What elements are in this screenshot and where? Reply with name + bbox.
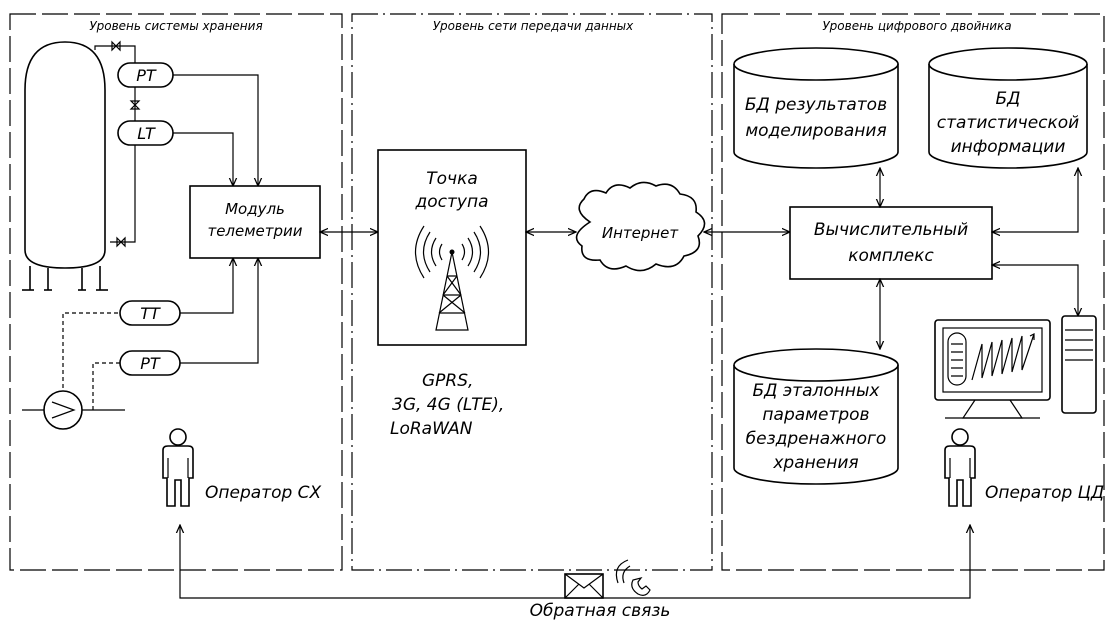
database-icon: БД эталонных параметров бездренажного хр…	[733, 348, 899, 485]
pt-bottom-instrument: PT	[119, 350, 181, 376]
svg-text:TT: TT	[140, 304, 161, 323]
envelope-icon	[564, 573, 604, 599]
lt-instrument: LT	[117, 120, 174, 146]
tank-icon	[22, 41, 108, 291]
pt-top-signal	[173, 74, 258, 186]
svg-text:LT: LT	[137, 124, 156, 143]
storage-zone-border	[9, 13, 343, 571]
valve-icon	[111, 40, 121, 52]
pt-impulse-line	[92, 362, 120, 410]
server-icon	[1061, 315, 1097, 414]
db-reference-line3: бездренажного	[746, 429, 887, 449]
svg-text:Точка: Точка	[426, 169, 478, 189]
svg-text:Модуль: Модуль	[225, 200, 285, 218]
db-results-line2: моделирования	[745, 121, 886, 141]
tt-impulse-line	[62, 312, 120, 388]
network-zone-border	[351, 13, 713, 571]
lt-signal	[173, 132, 233, 186]
phone-icon	[615, 559, 651, 596]
telemetry-module: Модуль телеметрии	[189, 185, 321, 259]
cloud-icon: Интернет	[575, 181, 706, 272]
instrument-piping	[94, 45, 136, 243]
database-icon: БД результатов моделирования	[733, 47, 899, 169]
operator-storage-label: Оператор СХ	[205, 483, 322, 503]
compute-dbstats-link	[992, 168, 1078, 232]
tt-signal	[180, 258, 233, 314]
valve-icon	[116, 236, 126, 248]
svg-text:3G, 4G (LTE),: 3G, 4G (LTE),	[392, 395, 504, 415]
pump-icon	[43, 390, 83, 430]
monitor-icon	[934, 319, 1051, 419]
pt-bottom-signal	[180, 258, 258, 364]
operator-twin-label: Оператор ЦД	[985, 483, 1104, 503]
svg-text:доступа: доступа	[415, 192, 489, 212]
twin-zone-border	[721, 13, 1105, 571]
svg-text:LoRaWAN: LoRaWAN	[390, 419, 473, 439]
twin-zone-title: Уровень цифрового двойника	[822, 19, 1011, 33]
db-stats-line1: БД	[996, 89, 1021, 109]
network-zone-title: Уровень сети передачи данных	[433, 19, 634, 33]
svg-text:PT: PT	[136, 66, 157, 85]
svg-text:GPRS,: GPRS,	[422, 371, 473, 391]
valve-icon	[129, 100, 141, 110]
svg-text:PT: PT	[140, 354, 161, 373]
access-point: Точка доступа	[377, 149, 527, 346]
internet-label: Интернет	[602, 224, 680, 242]
compute-complex: Вычислительный комплекс	[789, 206, 993, 280]
db-reference-line1: БД эталонных	[753, 381, 881, 401]
svg-text:телеметрии: телеметрии	[207, 222, 302, 240]
svg-text:Вычислительный: Вычислительный	[814, 220, 968, 240]
pt-top-instrument: PT	[117, 62, 174, 88]
person-icon	[162, 428, 194, 507]
database-icon: БД статистической информации	[928, 47, 1088, 169]
db-reference-line4: хранения	[772, 453, 858, 473]
compute-workstation-link	[992, 265, 1078, 316]
db-stats-line2: статистической	[937, 113, 1079, 133]
feedback-label: Обратная связь	[530, 601, 671, 621]
db-stats-line3: информации	[951, 137, 1066, 157]
storage-zone-title: Уровень системы хранения	[89, 19, 262, 33]
person-icon	[944, 428, 976, 507]
db-reference-line2: параметров	[762, 405, 869, 425]
db-results-line1: БД результатов	[745, 95, 887, 115]
svg-text:комплекс: комплекс	[848, 246, 934, 266]
tt-instrument: TT	[119, 300, 181, 326]
protocols-label: GPRS, 3G, 4G (LTE), LoRaWAN	[390, 371, 504, 439]
radio-tower-icon	[414, 225, 490, 331]
